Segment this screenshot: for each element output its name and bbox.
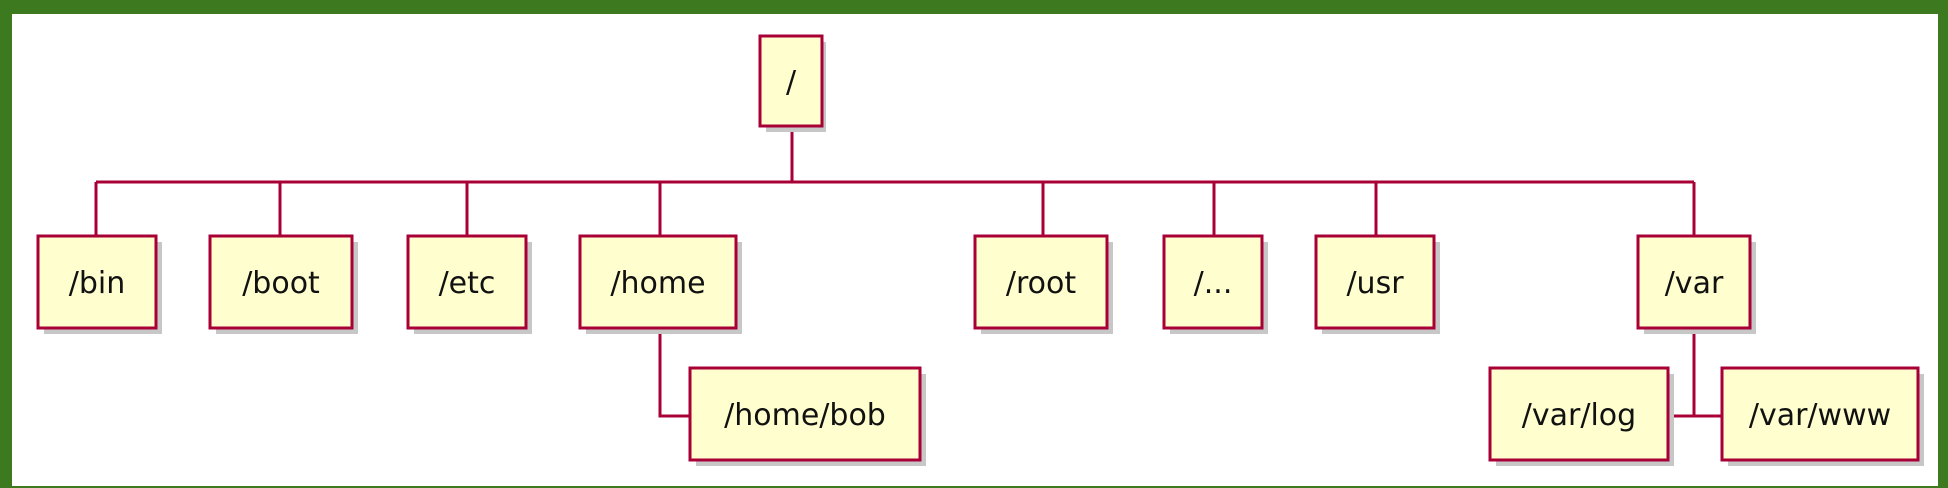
node-var-log: /var/log (1488, 366, 1674, 466)
node-usr-label: /usr (1346, 266, 1404, 301)
node-home-label: /home (610, 266, 705, 301)
node-home-bob-label: /home/bob (724, 398, 886, 433)
node-var-log-label: /var/log (1522, 398, 1636, 433)
node-home-bob: /home/bob (688, 366, 926, 466)
node-dots: /... (1162, 234, 1268, 334)
node-var-label: /var (1665, 266, 1724, 301)
node-root-dir-label: /root (1006, 266, 1076, 301)
node-usr: /usr (1314, 234, 1440, 334)
node-boot: /boot (208, 234, 358, 334)
node-var-www-label: /var/www (1749, 398, 1891, 433)
node-etc: /etc (406, 234, 532, 334)
edge-home-bob (658, 328, 690, 418)
node-etc-label: /etc (439, 266, 496, 301)
edges (94, 126, 1722, 418)
tree-diagram: / /bin /boot /etc /home /root (36, 34, 1924, 466)
node-home: /home (578, 234, 742, 334)
title-clip (0, 0, 1948, 14)
diagram-canvas: / /bin /boot /etc /home /root (12, 14, 1938, 486)
node-dots-label: /... (1194, 266, 1233, 301)
node-var-www: /var/www (1720, 366, 1924, 466)
node-root-dir: /root (973, 234, 1113, 334)
node-bin-label: /bin (69, 266, 126, 301)
node-root-label: / (786, 65, 797, 100)
node-bin: /bin (36, 234, 162, 334)
node-root: / (758, 34, 826, 132)
node-boot-label: /boot (242, 266, 320, 301)
node-var: /var (1636, 234, 1756, 334)
